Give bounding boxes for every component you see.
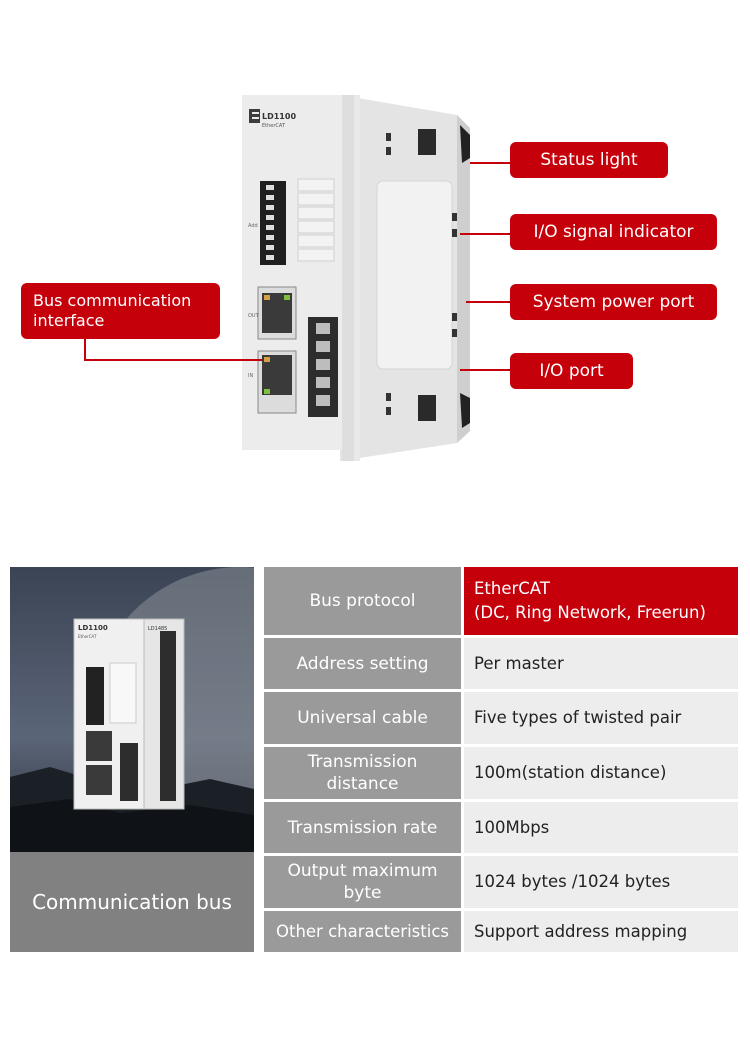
spec-row-bus-protocol: Bus protocol EtherCAT (DC, Ring Network,… (264, 567, 738, 635)
bus-interface-leader-v (84, 338, 86, 360)
io-port-leader (460, 369, 510, 371)
spec-label: Transmission rate (264, 802, 461, 853)
photo-module-label-3: LD1485 (148, 626, 167, 632)
status-light-leader (470, 162, 510, 164)
spec-label: Address setting (264, 638, 461, 689)
io-port-callout: I/O port (510, 353, 633, 389)
spec-row-address-setting: Address setting Per master (264, 638, 738, 689)
bus-interface-leader-h (84, 359, 262, 361)
spec-row-universal-cable: Universal cable Five types of twisted pa… (264, 692, 738, 744)
spec-value: 100m(station distance) (464, 747, 738, 799)
spec-row-transmission-rate: Transmission rate 100Mbps (264, 802, 738, 853)
spec-value: Support address mapping (464, 911, 738, 952)
spec-value: EtherCAT (DC, Ring Network, Freerun) (464, 567, 738, 635)
spec-value: Five types of twisted pair (464, 692, 738, 744)
spec-label: Bus protocol (264, 567, 461, 635)
spec-value: 100Mbps (464, 802, 738, 853)
device-brand-sub: EtherCAT (262, 123, 286, 129)
spec-label: Transmission distance (264, 747, 461, 799)
spec-value: 1024 bytes /1024 bytes (464, 856, 738, 908)
io-signal-indicator-callout: I/O signal indicator (510, 214, 717, 250)
system-power-port-callout: System power port (510, 284, 717, 320)
spec-row-other-characteristics: Other characteristics Support address ma… (264, 911, 738, 952)
power-port-leader (466, 301, 510, 303)
spec-label: Universal cable (264, 692, 461, 744)
bus-communication-interface-callout: Bus communication interface (21, 283, 220, 339)
spec-label: Output maximum byte (264, 856, 461, 908)
photo-module-label-2: EtherCAT (78, 634, 97, 639)
communication-bus-caption: Communication bus (10, 852, 254, 952)
out-port-label: OUT (248, 313, 260, 319)
io-indicator-leader (460, 233, 510, 235)
communication-bus-card: LD1100 EtherCAT LD1485 Communication bus (10, 567, 254, 952)
in-port-label: IN (248, 373, 253, 379)
status-light-callout: Status light (510, 142, 668, 178)
spec-value: Per master (464, 638, 738, 689)
night-landscape-photo: LD1100 EtherCAT LD1485 (10, 567, 254, 852)
spec-label: Other characteristics (264, 911, 461, 952)
device-logo-text: LD1100 (262, 112, 296, 121)
add-port-label: Add (248, 223, 258, 229)
spec-row-output-maximum-byte: Output maximum byte 1024 bytes /1024 byt… (264, 856, 738, 908)
spec-row-transmission-distance: Transmission distance 100m(station dista… (264, 747, 738, 799)
photo-module-label-1: LD1100 (78, 624, 108, 632)
io-module-illustration: LD1100 EtherCAT Add OUT IN (242, 95, 470, 461)
